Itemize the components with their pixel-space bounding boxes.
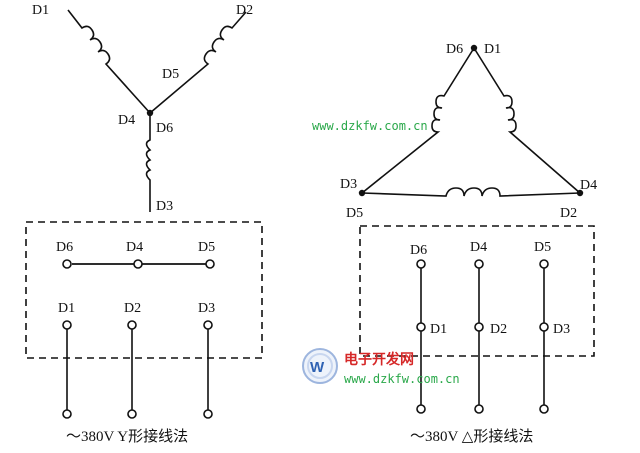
winding-d1 (67, 9, 151, 114)
star-caption: ～380V Y形接线法 (66, 428, 188, 445)
star-terminal-d3 (203, 320, 213, 330)
star-box-label-d6: D6 (56, 240, 73, 255)
delta-box-label-d2: D2 (490, 322, 507, 337)
watermark-url-bottom: www.dzkfw.com.cn (344, 372, 460, 386)
star-label-d6: D6 (156, 121, 173, 136)
delta-supply-terminal-3 (539, 404, 549, 414)
delta-supply-terminal-1 (416, 404, 426, 414)
delta-terminal-d2 (474, 322, 484, 332)
delta-label-d2: D2 (560, 206, 577, 221)
star-winding (67, 9, 247, 212)
delta-terminal-d1 (416, 322, 426, 332)
delta-caption: ～380V △形接线法 (410, 428, 533, 445)
delta-box-label-d3: D3 (553, 322, 570, 337)
watermark-site-name: 电子开发网 (344, 351, 414, 368)
delta-box-label-d5: D5 (534, 240, 551, 255)
delta-label-d3: D3 (340, 177, 357, 192)
delta-terminal-d3 (539, 322, 549, 332)
star-center-node (146, 109, 154, 117)
delta-left-node (358, 189, 366, 197)
delta-box-label-d6: D6 (410, 243, 427, 258)
star-terminal-d1 (62, 320, 72, 330)
star-supply-terminal-3 (203, 409, 213, 419)
delta-terminal-d6 (416, 259, 426, 269)
star-label-d2: D2 (236, 3, 253, 18)
delta-box-label-d1: D1 (430, 322, 447, 337)
delta-box-label-d4: D4 (470, 240, 487, 255)
star-supply-terminal-2 (127, 409, 137, 419)
star-supply-terminal-1 (62, 409, 72, 419)
watermark-url-top: www.dzkfw.com.cn (312, 119, 428, 133)
delta-label-d4: D4 (580, 178, 597, 193)
star-supply-lines (66, 329, 209, 410)
star-terminal-box (25, 221, 263, 359)
delta-right-node (576, 189, 584, 197)
star-box-label-d3: D3 (198, 301, 215, 316)
star-label-d4: D4 (118, 113, 135, 128)
winding-d2 (149, 11, 247, 114)
winding-right (473, 47, 581, 194)
star-terminal-d2 (127, 320, 137, 330)
delta-terminal-d5 (539, 259, 549, 269)
delta-top-node (470, 44, 478, 52)
star-terminal-d6 (62, 259, 72, 269)
delta-label-d1: D1 (484, 42, 501, 57)
star-label-d1: D1 (32, 3, 49, 18)
winding-left (361, 47, 475, 194)
star-terminal-d5 (205, 259, 215, 269)
delta-vertical-links (420, 268, 545, 405)
delta-terminal-box (359, 225, 595, 357)
delta-terminal-d4 (474, 259, 484, 269)
star-label-d3: D3 (156, 199, 173, 214)
delta-supply-terminal-2 (474, 404, 484, 414)
delta-label-d6: D6 (446, 42, 463, 57)
delta-label-d5: D5 (346, 206, 363, 221)
star-terminal-d4 (133, 259, 143, 269)
star-box-label-d2: D2 (124, 301, 141, 316)
watermark-logo: W (302, 348, 338, 384)
watermark-logo-letter: W (310, 359, 325, 376)
star-label-d5: D5 (162, 67, 179, 82)
star-box-label-d4: D4 (126, 240, 143, 255)
winding-bottom (361, 187, 581, 197)
delta-winding (361, 47, 581, 197)
star-box-label-d5: D5 (198, 240, 215, 255)
watermark-logo-ring-icon (307, 353, 333, 379)
star-box-label-d1: D1 (58, 301, 75, 316)
winding-d3 (145, 113, 152, 212)
